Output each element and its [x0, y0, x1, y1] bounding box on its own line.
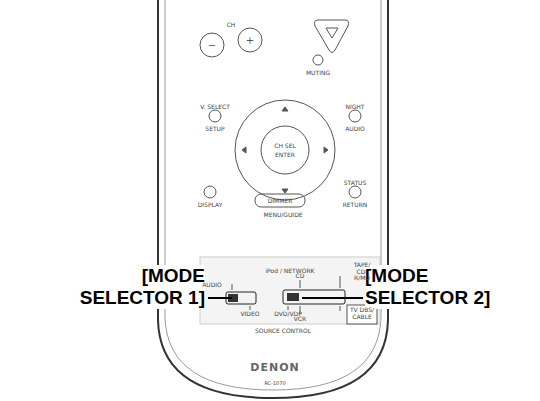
button-label: SETUP	[205, 126, 224, 132]
button-label: TV DBS/ CABLE	[348, 307, 376, 320]
button-label: VIDEO	[240, 311, 259, 317]
button-label: RETURN	[343, 202, 368, 208]
button-label: MUTING	[306, 70, 330, 76]
brand-name: DENON	[250, 362, 299, 373]
button-label: ENTER	[275, 152, 295, 158]
svg-text:−: −	[208, 40, 216, 51]
button-label: AUDIO	[202, 282, 222, 288]
svg-text:+: +	[246, 35, 254, 46]
button-label: DIMMER	[268, 198, 293, 204]
callout-label: [MODE SELECTOR 2]	[365, 265, 510, 309]
button-label: TAPE/ CD-R/MD	[349, 262, 375, 282]
button-label: NIGHT	[345, 104, 364, 110]
leader-line	[302, 297, 363, 299]
button-label: MENU/GUIDE	[263, 212, 302, 218]
callout-label: [MODE SELECTOR 1]	[60, 265, 205, 309]
button-label: RC-1070	[264, 381, 285, 386]
button-label: iPod / NETWORK	[265, 268, 314, 274]
button-label: DISPLAY	[198, 202, 223, 208]
button-label: VCR	[294, 316, 306, 322]
leader-line	[208, 297, 232, 299]
button-label: CH SEL	[274, 143, 296, 149]
button-label: STATUS	[344, 180, 367, 186]
button-label: CD	[296, 273, 305, 279]
button-label: SOURCE CONTROL	[255, 328, 311, 334]
button-label: AUDIO	[345, 126, 365, 132]
button-label: V. SELECT	[200, 104, 230, 110]
button-label: CH	[227, 22, 236, 28]
